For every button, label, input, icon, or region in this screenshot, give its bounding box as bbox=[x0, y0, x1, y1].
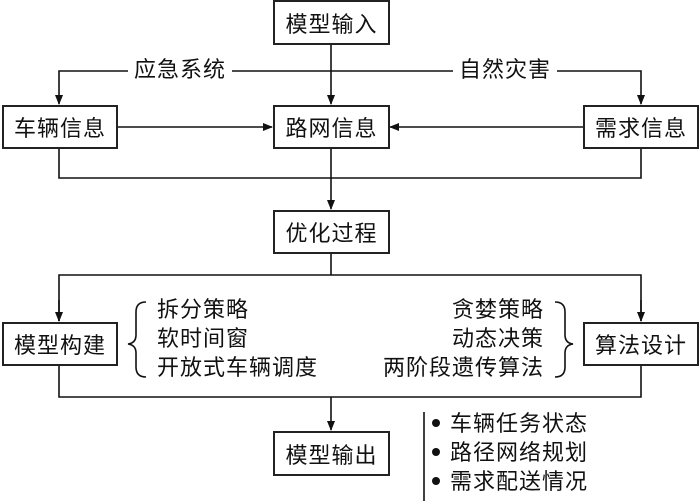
line-vehicle-merge bbox=[58, 148, 642, 179]
list-item: 路径网络规划 bbox=[430, 439, 588, 468]
node-optimization-process: 优化过程 bbox=[273, 210, 390, 254]
list-item: 开放式车辆调度 bbox=[157, 356, 319, 381]
list-item: 两阶段遗传算法 bbox=[382, 356, 544, 381]
bullet-icon bbox=[432, 419, 440, 427]
list-item: 车辆任务状态 bbox=[430, 410, 588, 439]
line-bottom-merge bbox=[58, 365, 642, 398]
list-item: 拆分策略 bbox=[157, 298, 250, 323]
edge-label-natural-disaster: 自然灾害 bbox=[453, 58, 558, 84]
list-item: 需求配送情况 bbox=[430, 468, 588, 497]
arrow-to-vehicle-info bbox=[55, 70, 331, 105]
right-brace bbox=[554, 301, 574, 378]
node-model-construction: 模型构建 bbox=[2, 322, 118, 366]
arrow-to-demand-info bbox=[331, 70, 645, 105]
left-brace bbox=[127, 301, 147, 378]
node-vehicle-info: 车辆信息 bbox=[2, 105, 118, 149]
edge-label-emergency-system: 应急系统 bbox=[128, 58, 233, 84]
list-item: 贪婪策略 bbox=[451, 298, 544, 323]
node-algorithm-design: 算法设计 bbox=[583, 322, 699, 366]
node-model-input: 模型输入 bbox=[273, 0, 390, 45]
bullet-icon bbox=[432, 448, 440, 456]
list-item: 动态决策 bbox=[451, 327, 544, 352]
node-demand-info: 需求信息 bbox=[583, 105, 699, 149]
bullet-icon bbox=[432, 477, 440, 485]
arrow-to-model-construction bbox=[58, 274, 642, 321]
algorithm-design-list: 贪婪策略 动态决策 两阶段遗传算法 bbox=[383, 296, 544, 383]
list-item: 软时间窗 bbox=[157, 327, 250, 352]
model-construction-list: 拆分策略 软时间窗 开放式车辆调度 bbox=[157, 296, 318, 383]
node-road-network-info: 路网信息 bbox=[273, 105, 390, 149]
node-model-output: 模型输出 bbox=[273, 431, 390, 476]
output-list: 车辆任务状态 路径网络规划 需求配送情况 bbox=[430, 410, 588, 497]
